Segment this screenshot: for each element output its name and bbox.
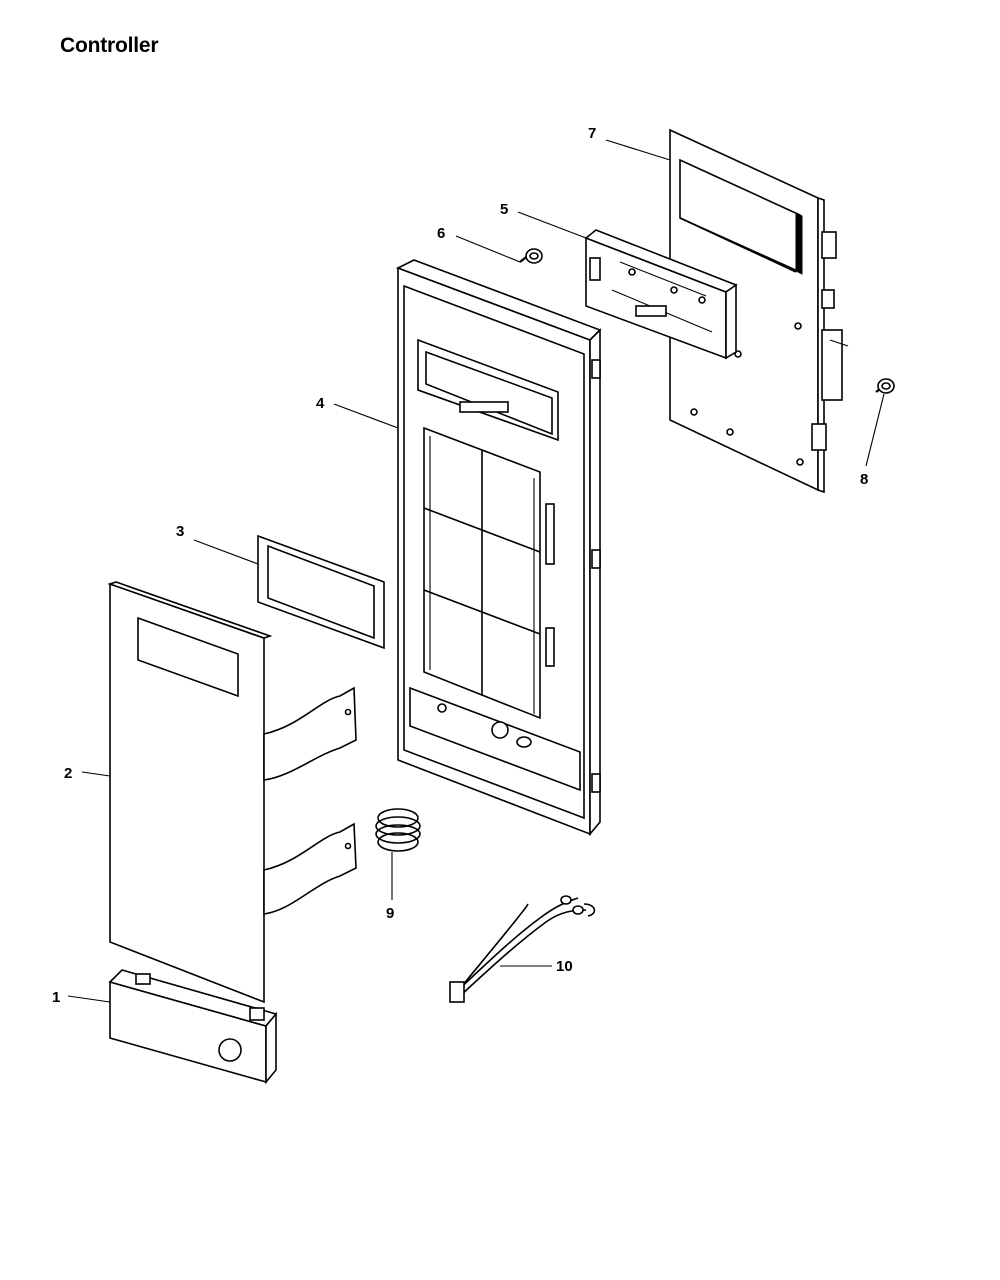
callout-2: 2 (64, 765, 72, 782)
callout-6: 6 (437, 225, 445, 242)
part-7-circuit-board (669, 128, 849, 494)
part-2-membrane-panel (107, 581, 357, 1004)
part-6-screw (519, 248, 543, 264)
callout-5: 5 (500, 201, 508, 218)
callout-10: 10 (556, 958, 573, 975)
part-4-control-frame (396, 259, 602, 837)
callout-8: 8 (860, 471, 868, 488)
part-8-screw (875, 378, 895, 394)
part-9-spring (375, 808, 421, 852)
leader-lines (67, 139, 885, 1003)
callout-3: 3 (176, 523, 184, 540)
part-1-bottom-trim (108, 969, 278, 1085)
callout-7: 7 (588, 125, 596, 142)
part-3-window-gasket (257, 534, 385, 650)
page-title: Controller (60, 34, 159, 57)
callout-4: 4 (316, 395, 325, 412)
callout-1: 1 (52, 989, 60, 1006)
part-10-wire-harness (449, 895, 596, 1003)
callout-9: 9 (386, 905, 394, 922)
part-5-display-bracket (584, 229, 738, 360)
